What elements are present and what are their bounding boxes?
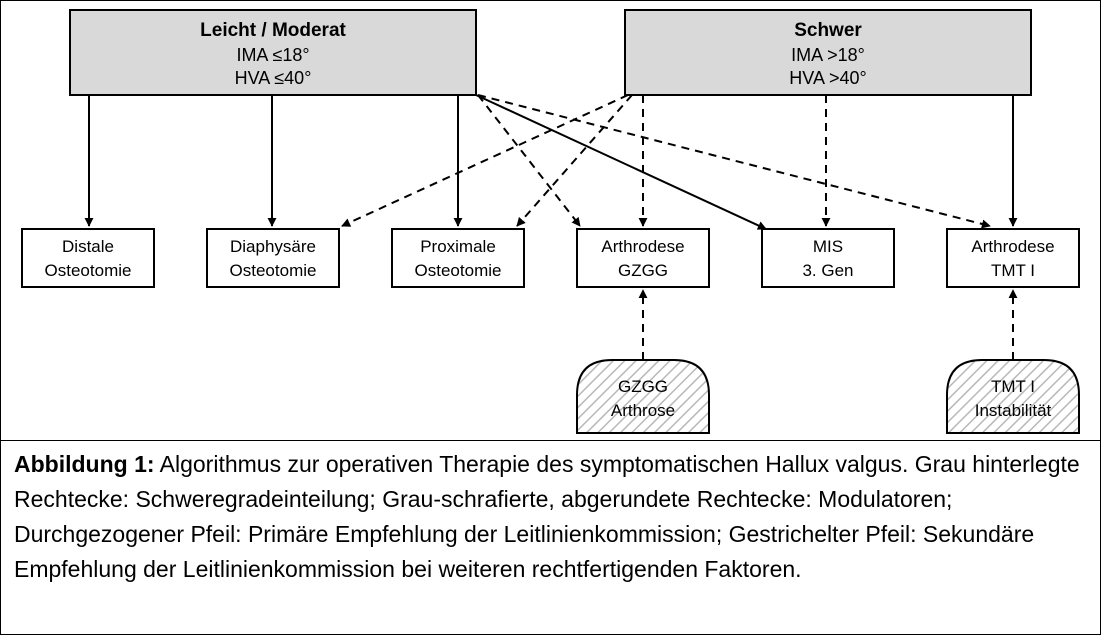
arrow-mild-to-mis xyxy=(475,94,767,230)
modulator-box-tmt-instability: TMT I Instabilität xyxy=(946,359,1080,434)
arrow-severe-to-proximal xyxy=(516,94,633,227)
secondary-arrows xyxy=(341,94,1018,360)
svg-text:Osteotomie: Osteotomie xyxy=(45,261,132,280)
svg-text:TMT I: TMT I xyxy=(991,377,1035,396)
severe-hva: HVA >40° xyxy=(789,68,866,88)
arrow-severe-to-diaphyseal xyxy=(341,94,629,227)
svg-text:GZGG: GZGG xyxy=(618,377,668,396)
modulator-box-gzgg-arthrosis: GZGG Arthrose xyxy=(576,359,710,434)
mild-ima: IMA ≤18° xyxy=(236,45,309,65)
severity-box-severe: Schwer IMA >18° HVA >40° xyxy=(624,9,1032,96)
procedure-box-arthrodesis-gzgg: Arthrodese GZGG xyxy=(576,228,710,288)
caption-text: Algorithmus zur operativen Therapie des … xyxy=(14,451,1080,582)
svg-text:Instabilität: Instabilität xyxy=(975,401,1052,420)
svg-text:TMT I: TMT I xyxy=(991,261,1035,280)
primary-arrows xyxy=(84,94,1018,230)
svg-text:Arthrodese: Arthrodese xyxy=(601,237,684,256)
figure-caption: Abbildung 1: Algorithmus zur operativen … xyxy=(0,440,1101,635)
svg-text:Osteotomie: Osteotomie xyxy=(415,261,502,280)
svg-text:Arthrodese: Arthrodese xyxy=(971,237,1054,256)
procedure-box-proximal-osteotomy: Proximale Osteotomie xyxy=(391,228,525,288)
procedure-box-mis: MIS 3. Gen xyxy=(761,228,895,288)
svg-text:MIS: MIS xyxy=(813,237,843,256)
severity-box-mild: Leicht / Moderat IMA ≤18° HVA ≤40° xyxy=(69,9,477,96)
svg-text:Diaphysäre: Diaphysäre xyxy=(230,237,316,256)
svg-text:Distale: Distale xyxy=(62,237,114,256)
svg-text:GZGG: GZGG xyxy=(618,261,668,280)
svg-text:Arthrose: Arthrose xyxy=(611,401,675,420)
caption-label: Abbildung 1: xyxy=(14,451,155,477)
procedure-box-distal-osteotomy: Distale Osteotomie xyxy=(21,228,155,288)
mild-hva: HVA ≤40° xyxy=(235,68,312,88)
svg-text:3. Gen: 3. Gen xyxy=(802,261,853,280)
arrow-mild-to-arthrodesis-tmt xyxy=(477,94,991,229)
procedure-box-arthrodesis-tmt: Arthrodese TMT I xyxy=(946,228,1080,288)
severe-ima: IMA >18° xyxy=(791,45,865,65)
procedure-box-diaphyseal-osteotomy: Diaphysäre Osteotomie xyxy=(206,228,340,288)
severe-title: Schwer xyxy=(794,20,862,41)
arrow-mild-to-arthrodesis-gzgg xyxy=(477,94,581,227)
flowchart: Leicht / Moderat IMA ≤18° HVA ≤40° Schwe… xyxy=(21,9,1080,434)
svg-text:Osteotomie: Osteotomie xyxy=(230,261,317,280)
mild-title: Leicht / Moderat xyxy=(200,20,346,41)
svg-text:Proximale: Proximale xyxy=(420,237,496,256)
